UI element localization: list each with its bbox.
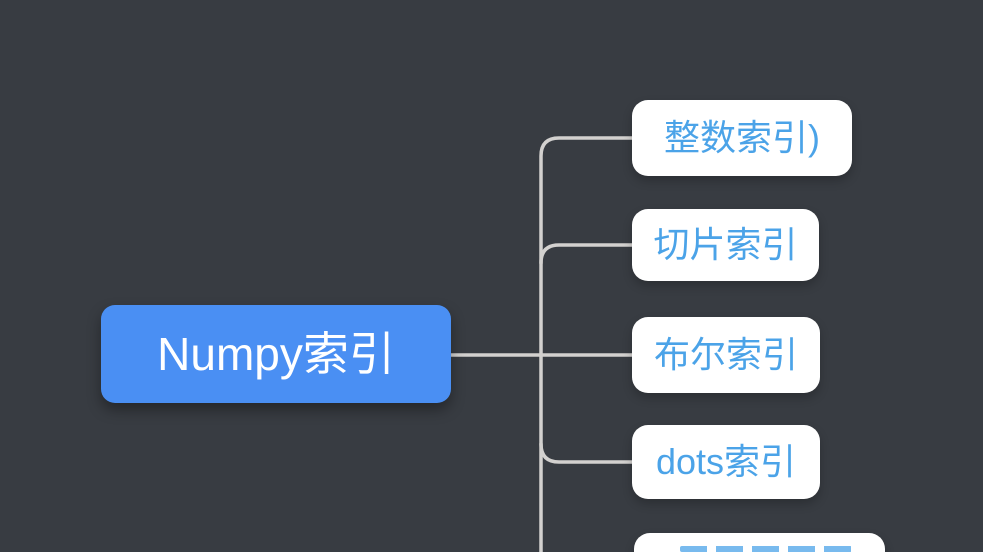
topic-node-root[interactable]: Numpy索引 (101, 305, 451, 403)
connector-branch-4 (539, 442, 634, 464)
connector-branch-1 (539, 136, 634, 357)
topic-node-boolean-index[interactable]: 布尔索引 (632, 317, 820, 393)
topic-label: 布尔索引 (653, 334, 798, 375)
topic-node-clipped[interactable] (634, 533, 885, 552)
connector-branch-5 (539, 353, 543, 552)
topic-label: 切片索引 (653, 224, 798, 265)
topic-label: dots索引 (655, 441, 797, 482)
topic-node-integer-index[interactable]: 整数索引) (632, 100, 852, 176)
topic-label-root: Numpy索引 (157, 328, 395, 380)
topic-node-dots-index[interactable]: dots索引 (632, 425, 820, 499)
topic-label: 整数索引) (664, 117, 820, 158)
clipped-text-remnant (680, 546, 852, 552)
topic-node-slice-index[interactable]: 切片索引 (632, 209, 819, 281)
connector-branch-2 (539, 243, 634, 265)
